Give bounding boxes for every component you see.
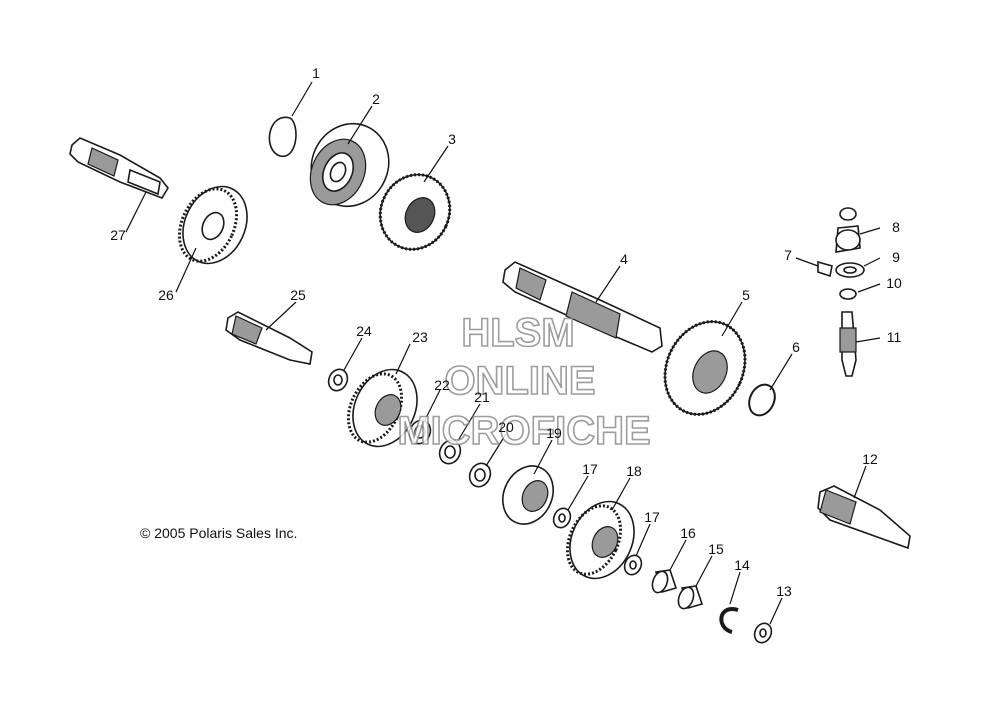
callout-17-upper: 17 bbox=[582, 461, 598, 477]
part-17-washer-lower bbox=[623, 554, 643, 576]
callout-15: 15 bbox=[708, 541, 724, 557]
part-11-drive-gear bbox=[839, 311, 857, 377]
callout-11: 11 bbox=[887, 329, 902, 345]
callout-14: 14 bbox=[734, 557, 750, 573]
callout-labels: 1 2 3 4 5 6 7 8 9 10 11 12 13 14 15 16 1… bbox=[110, 65, 902, 599]
callout-9: 9 bbox=[892, 249, 900, 265]
callout-18: 18 bbox=[626, 463, 642, 479]
callout-26: 26 bbox=[158, 287, 174, 303]
callout-16: 16 bbox=[680, 525, 696, 541]
callout-24: 24 bbox=[356, 323, 372, 339]
callout-2: 2 bbox=[372, 91, 380, 107]
part-16-bushing bbox=[651, 569, 678, 594]
part-1-snap-ring bbox=[268, 116, 297, 157]
part-19-hub bbox=[502, 465, 554, 525]
part-18-gear bbox=[565, 500, 635, 580]
part-6-ring bbox=[748, 383, 776, 417]
part-5-gear bbox=[663, 320, 747, 416]
part-24-washer bbox=[327, 368, 349, 392]
callout-17-lower: 17 bbox=[644, 509, 660, 525]
part-23-gear bbox=[346, 368, 418, 448]
part-9-seal bbox=[835, 262, 865, 278]
part-15-bushing bbox=[677, 585, 704, 610]
part-25-shaft bbox=[225, 311, 313, 365]
part-14-snap-ring bbox=[719, 607, 739, 634]
callout-4: 4 bbox=[620, 251, 628, 267]
part-7-screw bbox=[817, 260, 833, 278]
part-20-washer bbox=[468, 462, 492, 488]
part-27-shaft bbox=[69, 137, 169, 199]
callout-3: 3 bbox=[448, 131, 456, 147]
part-17-washer-upper bbox=[552, 507, 572, 529]
leader-lines bbox=[125, 81, 881, 625]
callout-27: 27 bbox=[110, 227, 126, 243]
watermark-line-1: HLSM bbox=[461, 311, 574, 355]
watermark-line-2: ONLINE bbox=[444, 359, 595, 403]
part-2-bearing bbox=[309, 122, 390, 208]
callout-6: 6 bbox=[792, 339, 800, 355]
callout-8: 8 bbox=[892, 219, 900, 235]
part-10-washer bbox=[839, 288, 857, 300]
callout-25: 25 bbox=[290, 287, 306, 303]
part-26-gear bbox=[177, 185, 248, 265]
part-3-gear bbox=[378, 173, 452, 251]
callout-7: 7 bbox=[784, 247, 792, 263]
callout-1: 1 bbox=[312, 65, 320, 81]
part-21-washer bbox=[438, 439, 462, 465]
callout-10: 10 bbox=[886, 275, 902, 291]
part-12-shaft bbox=[817, 485, 911, 550]
part-13-washer bbox=[753, 622, 773, 644]
callout-19: 19 bbox=[546, 425, 562, 441]
callout-22: 22 bbox=[434, 377, 450, 393]
callout-23: 23 bbox=[412, 329, 428, 345]
callout-13: 13 bbox=[776, 583, 792, 599]
copyright-notice: © 2005 Polaris Sales Inc. bbox=[140, 525, 297, 541]
callout-12: 12 bbox=[862, 451, 878, 467]
watermark-line-3: MICROFICHE bbox=[397, 409, 650, 453]
part-8-housing bbox=[835, 207, 861, 253]
callout-5: 5 bbox=[742, 287, 750, 303]
callout-21: 21 bbox=[474, 389, 490, 405]
part-4-main-shaft bbox=[502, 261, 663, 353]
watermark: HLSM ONLINE MICROFICHE bbox=[397, 310, 652, 454]
callout-20: 20 bbox=[498, 419, 514, 435]
